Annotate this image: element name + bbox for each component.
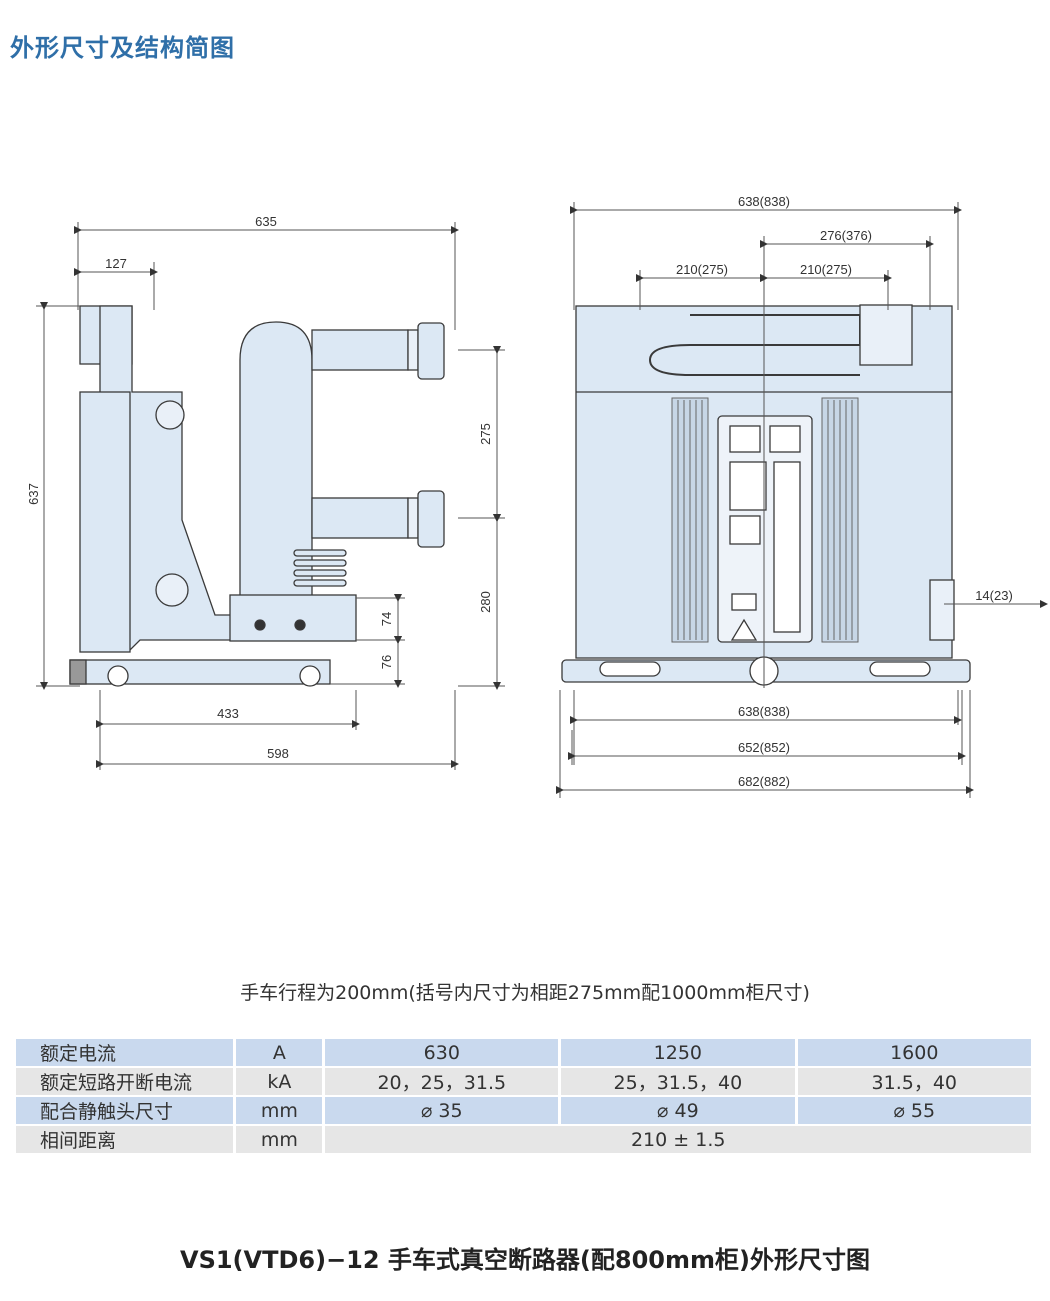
- dim-front-bottom-2: 652(852): [738, 740, 790, 755]
- travel-note: 手车行程为200mm(括号内尺寸为相距275mm配1000mm柜尺寸): [240, 982, 810, 1004]
- dim-front-right-phase: 210(275): [800, 262, 852, 277]
- lower-frame: [229, 594, 357, 642]
- row-name: 额定短路开断电流: [16, 1067, 237, 1097]
- row-name: 配合静触头尺寸: [16, 1096, 237, 1126]
- spec-table: 额定电流 A 630 1250 1600 额定短路开断电流 kA 20，25，3…: [16, 1039, 1035, 1155]
- front-view: [561, 304, 971, 686]
- row-value: 20，25，31.5: [323, 1067, 562, 1097]
- dimension-drawing: 635 127 637 275 280 74 76 433 598: [26, 194, 1048, 798]
- row-unit: kA: [234, 1067, 326, 1097]
- wheel-left: [107, 665, 129, 687]
- row-unit: A: [234, 1039, 326, 1068]
- row-value: 25，31.5，40: [559, 1067, 798, 1097]
- vent-left: [671, 397, 709, 643]
- vent-right: [821, 397, 859, 643]
- wheel-right: [299, 665, 321, 687]
- row-value: ⌀ 55: [796, 1096, 1035, 1126]
- dim-front-top-width: 638(838): [738, 194, 790, 209]
- dim-side-top-left: 127: [105, 256, 127, 271]
- handle-loop: [648, 314, 861, 376]
- row-value: 630: [323, 1039, 562, 1068]
- dim-side-598: 598: [267, 746, 289, 761]
- lower-contact: [417, 490, 445, 548]
- lower-arm: [311, 497, 409, 539]
- row-value: 1250: [559, 1039, 798, 1068]
- row-value: ⌀ 49: [559, 1096, 798, 1126]
- upper-arm: [311, 329, 409, 371]
- dim-side-74: 74: [379, 612, 394, 626]
- row-unit: mm: [234, 1125, 326, 1155]
- dim-front-bottom-1: 638(838): [738, 704, 790, 719]
- row-name: 额定电流: [16, 1039, 237, 1068]
- upper-contact: [417, 322, 445, 380]
- row-value: 1600: [796, 1039, 1035, 1068]
- table-row: 额定短路开断电流 kA 20，25，31.5 25，31.5，40 31.5，4…: [16, 1067, 1035, 1097]
- table-row: 相间距离 mm 210 ± 1.5: [16, 1125, 1034, 1155]
- side-view: [69, 305, 445, 687]
- dim-side-height: 637: [26, 483, 41, 505]
- table-row: 配合静触头尺寸 mm ⌀ 35 ⌀ 49 ⌀ 55: [16, 1096, 1035, 1126]
- page-title: 外形尺寸及结构简图: [10, 34, 235, 62]
- row-unit: mm: [234, 1096, 326, 1126]
- dim-front-side-gap: 14(23): [975, 588, 1013, 603]
- dim-side-433: 433: [217, 706, 239, 721]
- dim-front-bottom-3: 682(882): [738, 774, 790, 789]
- dim-front-left-phase: 210(275): [676, 262, 728, 277]
- row-value-merged: 210 ± 1.5: [323, 1125, 1034, 1155]
- dim-front-right-offset: 276(376): [820, 228, 872, 243]
- dim-side-phase-spacing: 275: [478, 423, 493, 445]
- dim-side-top-width: 635: [255, 214, 277, 229]
- rear-plate: [79, 391, 131, 653]
- row-name: 相间距离: [16, 1125, 237, 1155]
- dim-side-lower-height: 280: [478, 591, 493, 613]
- dim-side-76: 76: [379, 655, 394, 669]
- table-row: 额定电流 A 630 1250 1600: [16, 1039, 1035, 1068]
- row-value: 31.5，40: [796, 1067, 1035, 1097]
- figure-caption: VS1(VTD6)−12 手车式真空断路器(配800mm柜)外形尺寸图: [180, 1246, 870, 1274]
- row-value: ⌀ 35: [323, 1096, 562, 1126]
